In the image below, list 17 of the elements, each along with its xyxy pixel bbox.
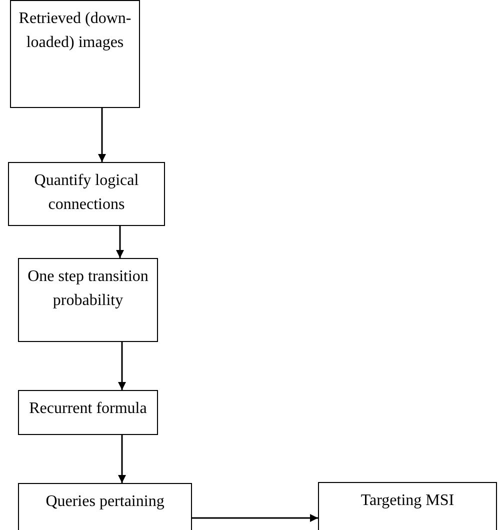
arrow	[118, 342, 126, 390]
arrow	[192, 514, 318, 522]
process-box	[10, 0, 140, 108]
arrow	[116, 226, 124, 258]
box-label: Recurrent formula	[29, 399, 147, 419]
process-box	[18, 483, 192, 530]
process-box	[8, 162, 165, 226]
arrow	[98, 108, 106, 162]
process-box	[18, 390, 158, 435]
box-label: Targeting MSI	[360, 491, 454, 511]
process-box	[318, 482, 497, 530]
box-label: One step transition probability	[26, 267, 150, 311]
arrow	[118, 435, 126, 483]
process-box	[18, 258, 158, 342]
box-label: Quantify logical connections	[33, 171, 140, 215]
box-label: Queries pertaining	[46, 492, 164, 512]
box-label: Retrieved (down-loaded) images	[18, 9, 132, 53]
